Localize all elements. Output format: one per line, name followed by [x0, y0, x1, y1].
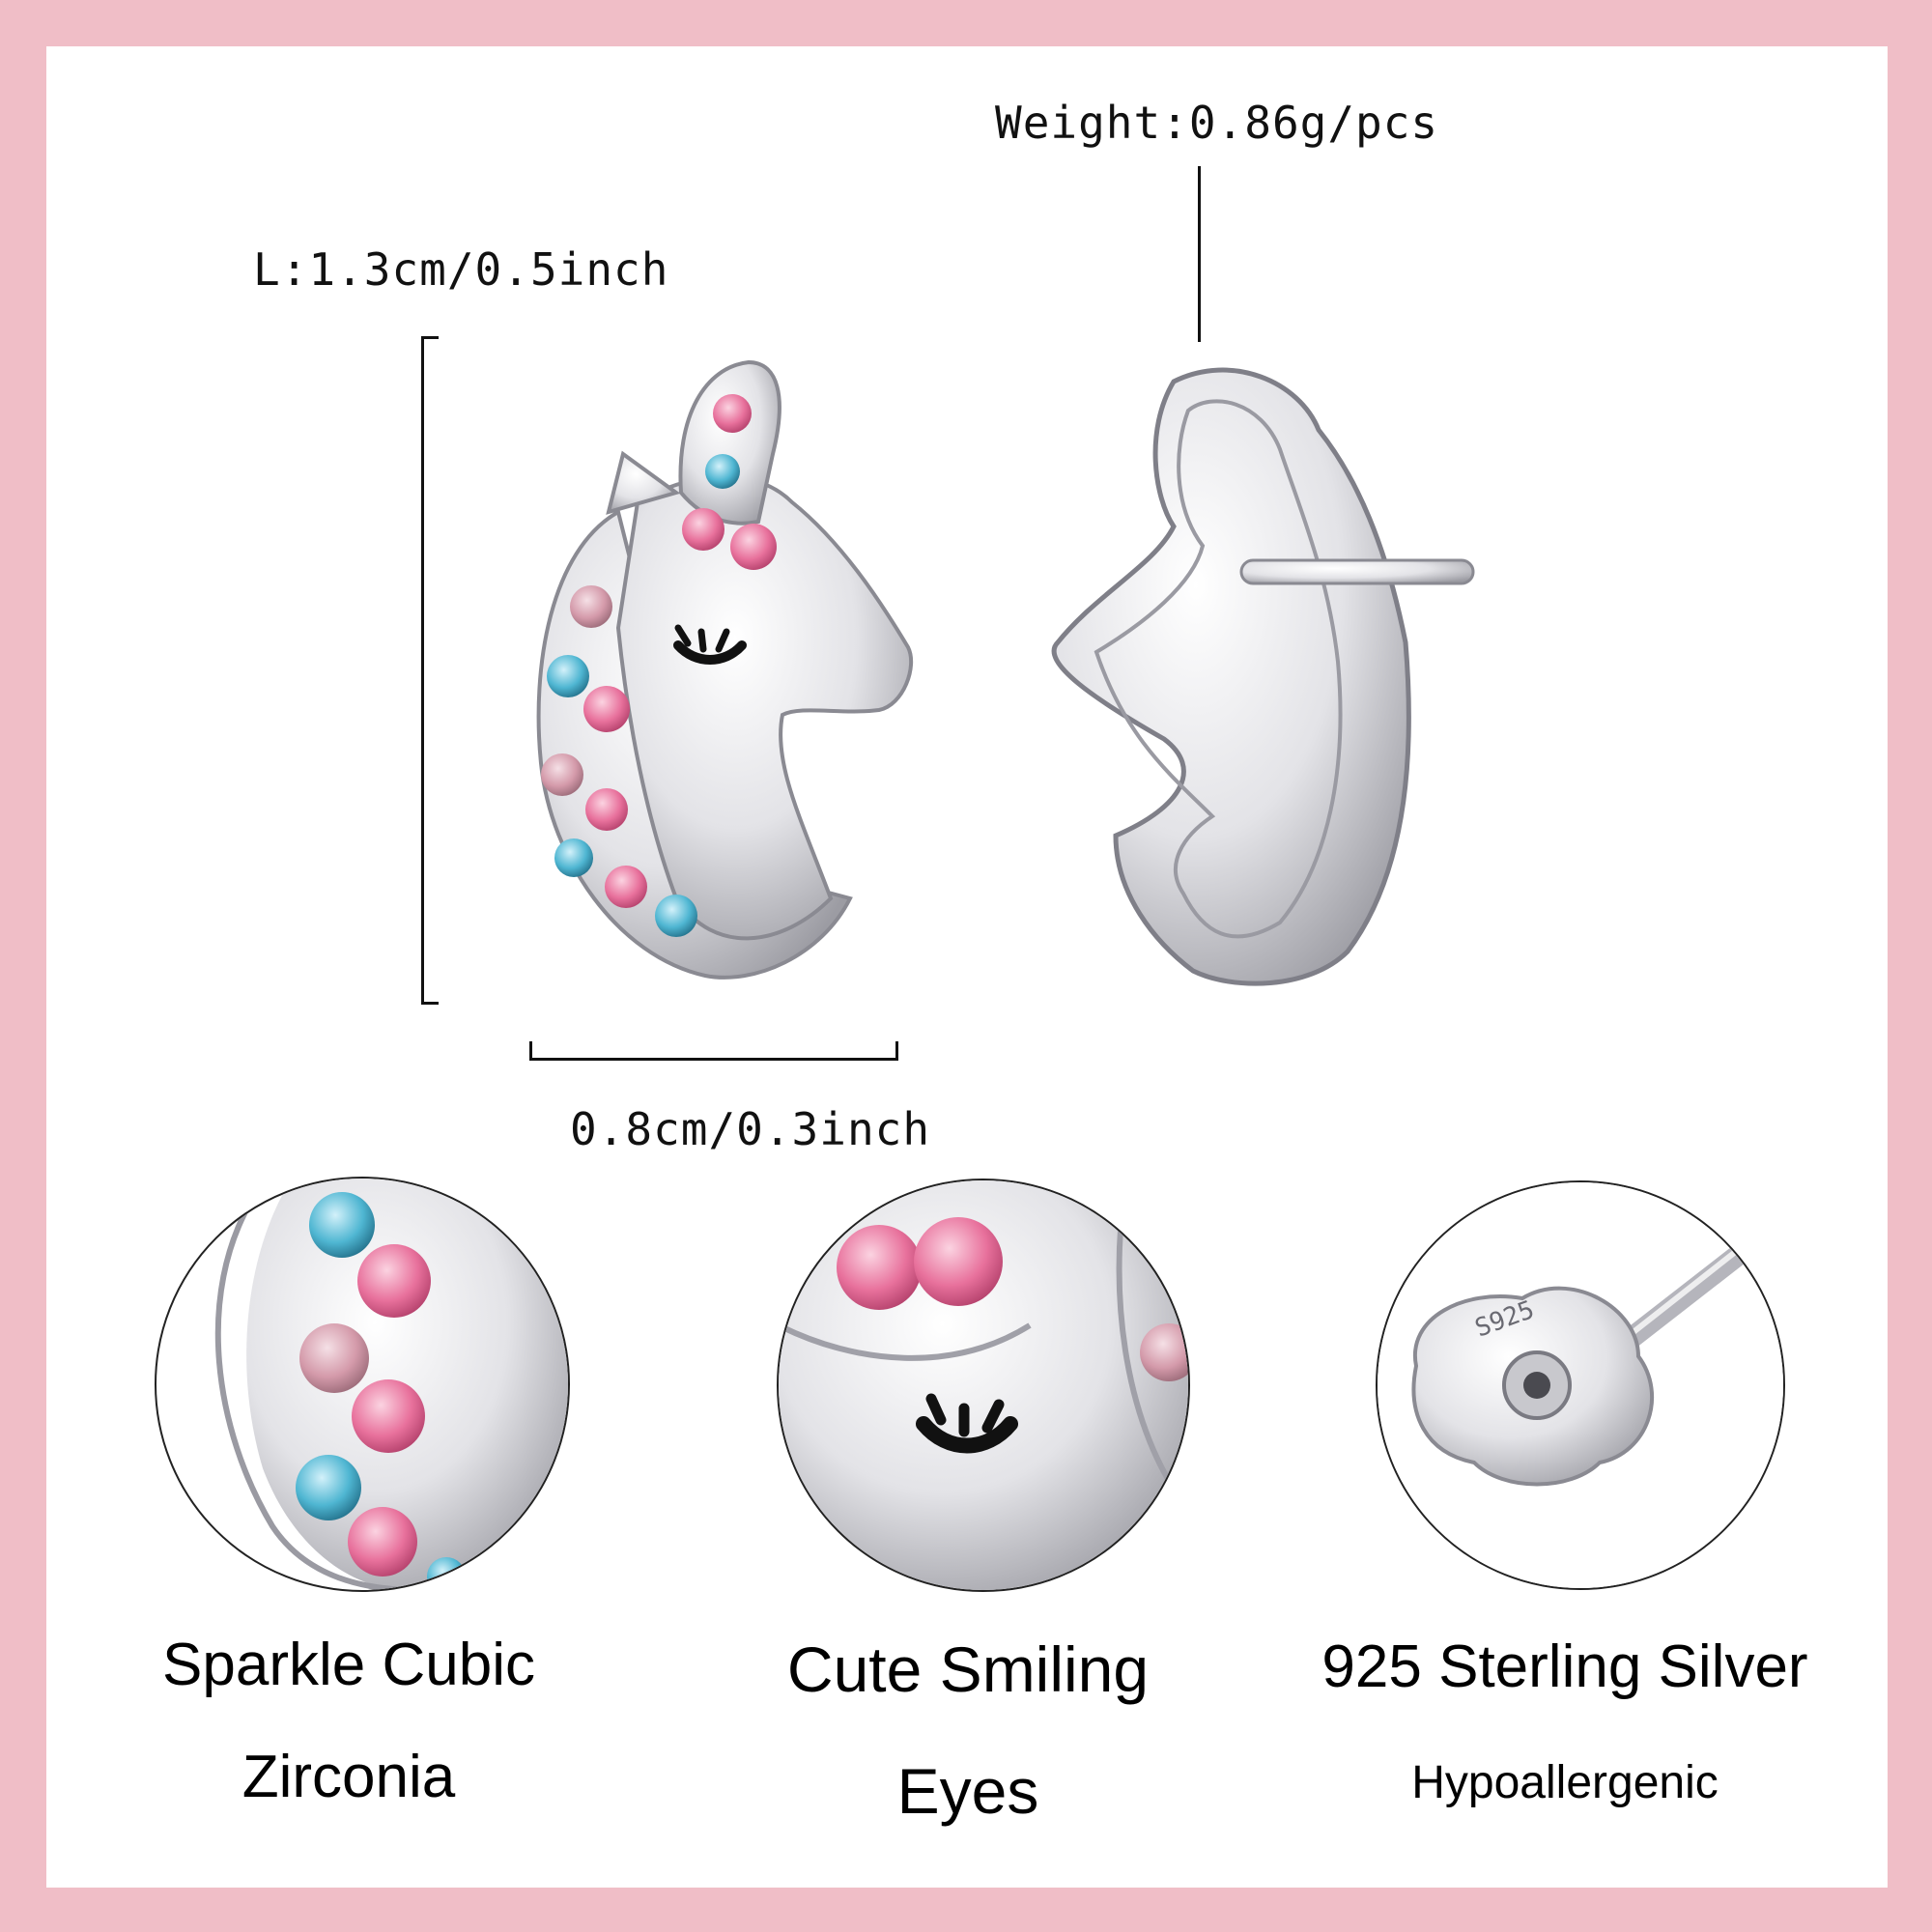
unicorn-earring-back-image: [1038, 353, 1483, 995]
feature-circle-silver: S925: [1376, 1180, 1785, 1590]
product-panel: [46, 46, 1888, 1888]
weight-label: Weight:0.86g/pcs: [995, 97, 1439, 149]
feature-subtitle-eyes: Eyes: [896, 1755, 1039, 1827]
unicorn-earring-front-image: [512, 357, 918, 995]
feature-title-silver: 925 Sterling Silver: [1321, 1634, 1808, 1700]
length-bracket: [421, 336, 439, 1005]
feature-title-zirconia: Sparkle Cubic: [162, 1632, 535, 1698]
feature-subtitle-silver: Hypoallergenic: [1411, 1757, 1719, 1808]
feature-circle-zirconia: [155, 1177, 570, 1592]
feature-title-eyes: Cute Smiling: [786, 1634, 1150, 1705]
feature-circle-eyes: [777, 1179, 1190, 1592]
width-label: 0.8cm/0.3inch: [570, 1103, 931, 1155]
weight-pointer-line: [1198, 166, 1201, 342]
width-bracket: [529, 1041, 898, 1061]
length-label: L:1.3cm/0.5inch: [253, 243, 669, 296]
feature-subtitle-zirconia: Zirconia: [242, 1744, 456, 1810]
